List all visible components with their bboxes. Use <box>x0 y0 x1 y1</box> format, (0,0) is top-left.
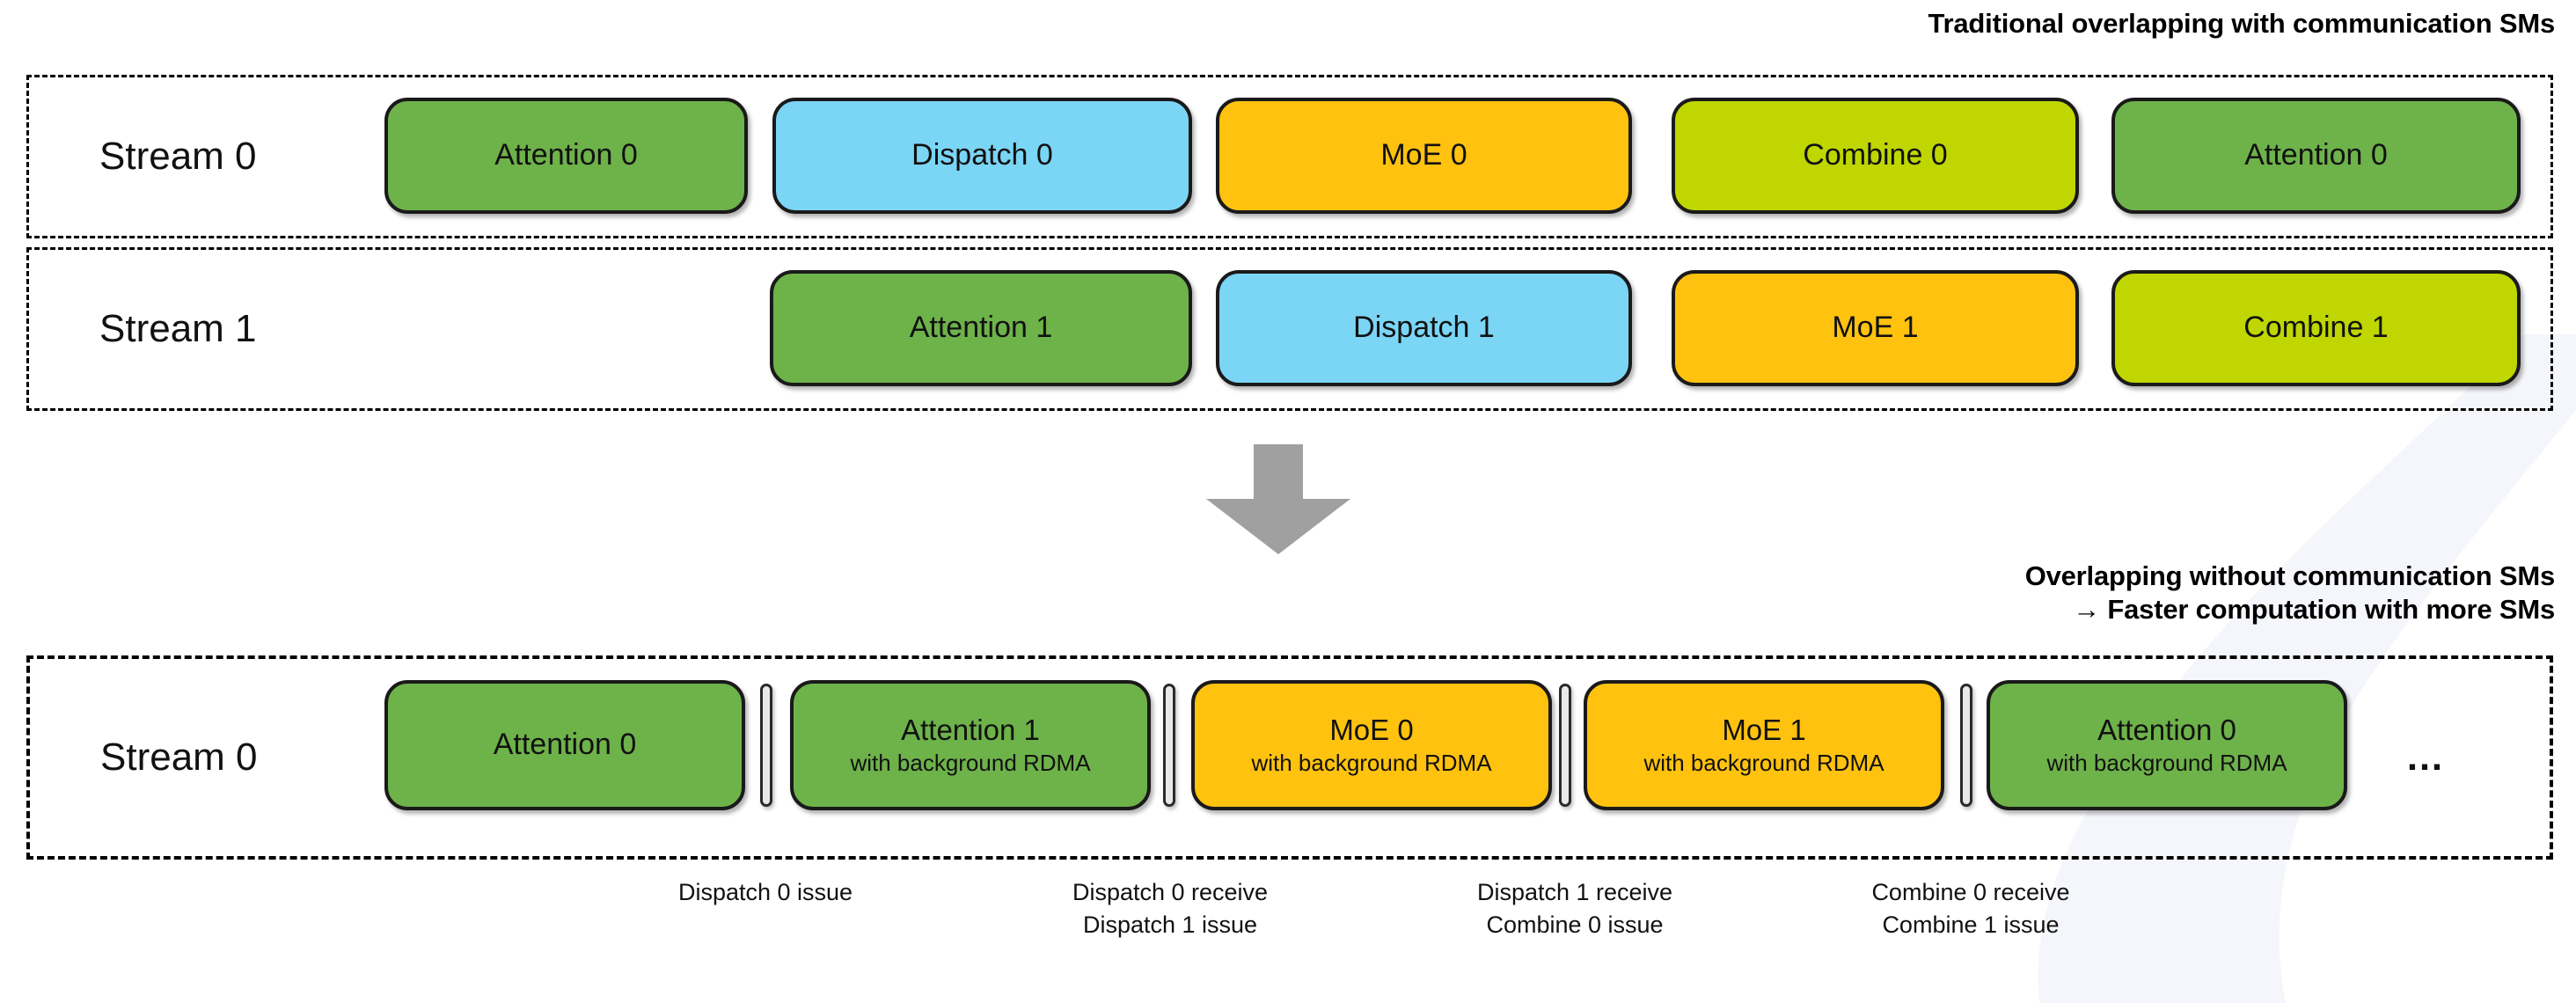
lane-stream-1-traditional: Stream 1 <box>26 247 2553 411</box>
block-title: MoE 1 <box>1832 311 1919 345</box>
block-attention-1[interactable]: Attention 1 with background RDMA <box>790 680 1151 810</box>
block-title: Attention 1 <box>901 713 1040 746</box>
block-title: Combine 0 <box>1803 138 1948 172</box>
block-attention-0[interactable]: Attention 0 <box>384 680 745 810</box>
stream-divider-3 <box>1960 684 1972 807</box>
stream-divider-1 <box>1163 684 1175 807</box>
lane-label-stream-1: Stream 1 <box>99 307 257 350</box>
caption-3: Combine 0 receive Combine 1 issue <box>1871 879 2070 939</box>
block-title: Attention 0 <box>494 138 638 172</box>
block-dispatch-0[interactable]: Dispatch 0 <box>772 98 1192 214</box>
block-subtitle: with background RDMA <box>2046 749 2287 776</box>
block-combine-0[interactable]: Combine 0 <box>1672 98 2079 214</box>
block-moe-1[interactable]: MoE 1 with background RDMA <box>1584 680 1944 810</box>
block-attention-0[interactable]: Attention 0 with background RDMA <box>1987 680 2347 810</box>
heading-optimized: Overlapping without communication SMs → … <box>2024 560 2556 625</box>
block-subtitle: with background RDMA <box>850 749 1091 776</box>
block-moe-1[interactable]: MoE 1 <box>1672 270 2079 386</box>
block-attention-0[interactable]: Attention 0 <box>2111 98 2521 214</box>
lane-stream-0-traditional: Stream 0 <box>26 75 2553 238</box>
block-title: Attention 0 <box>2244 138 2388 172</box>
block-title: Attention 0 <box>2097 713 2236 746</box>
caption-0: Dispatch 0 issue <box>677 879 853 905</box>
block-title: Attention 1 <box>909 311 1053 345</box>
heading-traditional: Traditional overlapping with communicati… <box>1928 8 2556 39</box>
block-dispatch-1[interactable]: Dispatch 1 <box>1216 270 1632 386</box>
caption-1: Dispatch 0 receive Dispatch 1 issue <box>1072 879 1269 939</box>
lane-label-stream-0-top: Stream 0 <box>99 135 257 178</box>
block-subtitle: with background RDMA <box>1251 749 1492 776</box>
block-title: Dispatch 0 <box>911 138 1053 172</box>
block-attention-0[interactable]: Attention 0 <box>384 98 748 214</box>
stream-divider-2 <box>1559 684 1571 807</box>
block-title: Dispatch 1 <box>1353 311 1495 345</box>
block-moe-0[interactable]: MoE 0 with background RDMA <box>1191 680 1552 810</box>
down-arrow-icon <box>1206 444 1350 554</box>
block-title: Attention 0 <box>493 728 637 762</box>
lane-label-stream-0-bottom: Stream 0 <box>100 736 258 779</box>
block-attention-1[interactable]: Attention 1 <box>770 270 1192 386</box>
block-subtitle: with background RDMA <box>1643 749 1884 776</box>
block-title: MoE 1 <box>1722 713 1806 746</box>
block-combine-1[interactable]: Combine 1 <box>2111 270 2521 386</box>
stream-divider-0 <box>760 684 772 807</box>
caption-2: Dispatch 1 receive Combine 0 issue <box>1476 879 1673 939</box>
ellipsis-icon: … <box>2405 736 2448 779</box>
block-title: MoE 0 <box>1329 713 1414 746</box>
block-moe-0[interactable]: MoE 0 <box>1216 98 1632 214</box>
block-title: Combine 1 <box>2243 311 2389 345</box>
block-title: MoE 0 <box>1380 138 1467 172</box>
